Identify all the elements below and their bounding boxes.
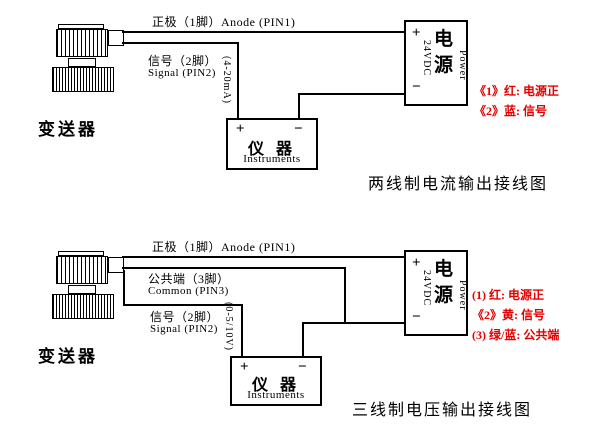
signal-wire-vertical [237, 42, 239, 118]
voltage-range-label: (0-5/10V) [223, 302, 234, 351]
power-box: + − 24VDC 电 源 Power [404, 20, 468, 106]
instruments-box: + − 仪 器 Instruments [230, 356, 322, 406]
signal-label-en: Signal (PIN2) [148, 67, 216, 79]
power-char-top: 电 [434, 259, 454, 280]
anode-wire [122, 31, 404, 33]
power-plus-terminal: + [412, 25, 421, 41]
transmitter-cap-icon [58, 251, 104, 256]
power-char-bottom: 源 [434, 55, 454, 76]
transmitter-body-icon [56, 29, 108, 57]
transmitter-neck-icon [68, 285, 96, 294]
anode-label: 正极（1脚）Anode (PIN1) [152, 15, 296, 29]
note-pin1: (1) 红: 电源正 [472, 288, 544, 302]
power-char-bottom: 源 [434, 285, 454, 306]
transmitter-label: 变送器 [38, 120, 98, 139]
signal-wire-horizontal [123, 304, 243, 306]
signal-wire-horizontal [122, 42, 239, 44]
note-pin2: 《2》黄: 信号 [472, 308, 545, 322]
transmitter-graphic [50, 24, 126, 94]
signal-label-en: Signal (PIN2) [150, 323, 218, 335]
note-pin1: 《1》红: 电源正 [474, 84, 559, 98]
common-tie-stub [302, 322, 304, 356]
instruments-subtitle: Instruments [243, 153, 301, 165]
transmitter-thread-icon [52, 294, 114, 319]
power-english-label: Power [457, 280, 468, 311]
power-minus-terminal: − [412, 79, 421, 95]
instruments-subtitle: Instruments [247, 389, 305, 401]
note-pin2: 《2》蓝: 信号 [474, 104, 547, 118]
transmitter-thread-icon [52, 67, 114, 92]
instruments-plus-terminal: + [236, 121, 245, 137]
instruments-plus-terminal: + [240, 359, 249, 375]
note-pin3: (3) 绿/蓝: 公共端 [472, 328, 560, 342]
instruments-minus-terminal: − [294, 121, 303, 137]
instruments-box: + − 仪 器 Instruments [226, 118, 318, 170]
signal-wire-drop [123, 270, 125, 306]
anode-label: 正极（1脚）Anode (PIN1) [152, 240, 296, 254]
power-minus-terminal: − [412, 309, 421, 325]
instruments-title: 仪 器 [251, 377, 300, 394]
signal-label-cn: 信号（2脚） [148, 54, 218, 68]
diagram-caption: 两线制电流输出接线图 [368, 176, 549, 193]
instruments-title: 仪 器 [247, 141, 296, 158]
transmitter-cap-icon [58, 24, 104, 29]
power-char-top: 电 [434, 29, 454, 50]
transmitter-body-icon [56, 256, 108, 284]
signal-wire-vertical [241, 304, 243, 356]
transmitter-label: 变送器 [38, 347, 98, 366]
return-wire-horizontal [298, 93, 404, 95]
common-label-cn: 公共端（3脚） [148, 272, 230, 286]
common-wire-vertical [344, 267, 346, 324]
power-voltage-label: 24VDC [421, 270, 432, 307]
transmitter-neck-icon [68, 58, 96, 67]
return-wire-stub [298, 93, 300, 118]
signal-label-cn: 信号（2脚） [150, 310, 220, 324]
power-box: + − 24VDC 电 源 Power [404, 250, 468, 336]
transmitter-connector-icon [108, 30, 124, 46]
diagram-caption: 三线制电压输出接线图 [352, 402, 533, 419]
power-plus-terminal: + [412, 255, 421, 271]
instruments-minus-terminal: − [298, 359, 307, 375]
common-label-en: Common (PIN3) [148, 285, 229, 297]
transmitter-graphic [50, 251, 126, 321]
transmitter-connector-icon [108, 257, 124, 273]
common-tie-horizontal [302, 322, 404, 324]
anode-wire [122, 256, 404, 258]
common-wire-horizontal [122, 267, 346, 269]
